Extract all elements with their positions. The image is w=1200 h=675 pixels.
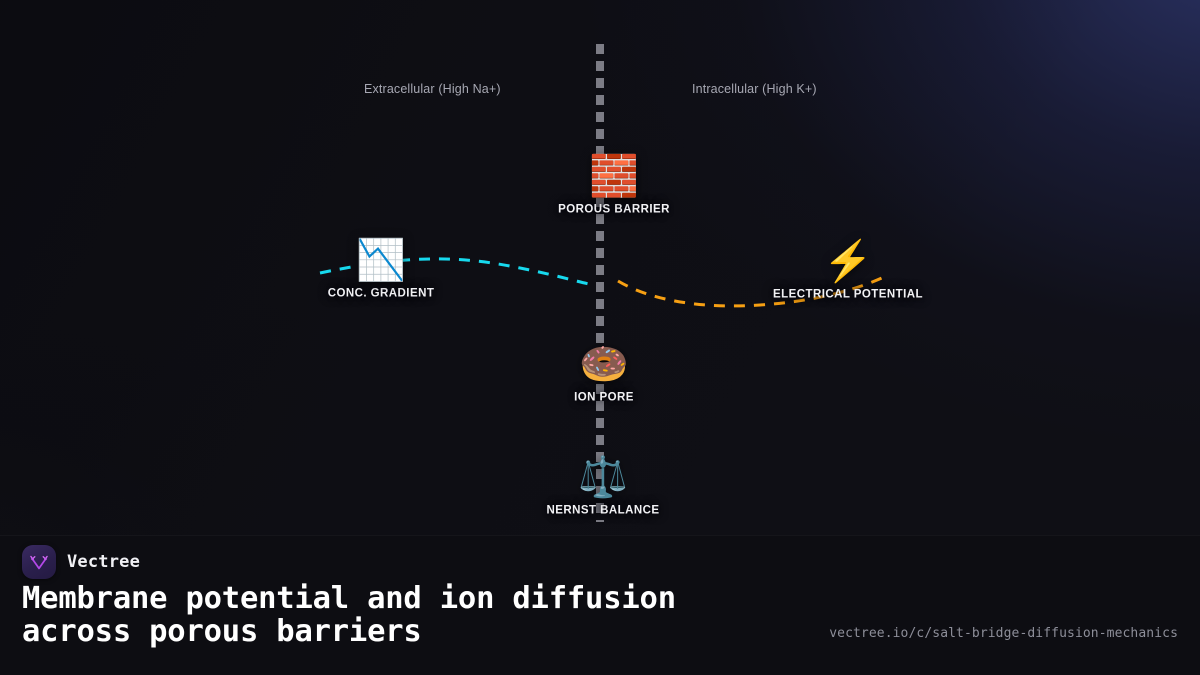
edge-conc-gradient-to-barrier [319,257,595,287]
chart-decreasing-icon: 📉 [356,238,406,283]
edge-layer [319,257,885,308]
vectree-logo-icon [22,545,56,579]
footer-bar: Vectree Membrane potential and ion diffu… [0,535,1200,675]
brand[interactable]: Vectree [22,545,140,579]
node-electrical-potential[interactable]: ⚡ ELECTRICAL POTENTIAL [773,238,923,301]
edge-barrier-to-electrical-potential [617,275,885,308]
brand-name: Vectree [67,552,141,572]
high-voltage-icon: ⚡ [823,239,873,284]
doughnut-icon: 🍩 [579,342,629,387]
page-title-line-1: Membrane potential and ion diffusion [22,581,676,616]
diagram-canvas: Extracellular (High Na+) Intracellular (… [319,44,923,522]
membrane-divider [596,44,604,522]
page-title-line-2: across porous barriers [22,613,422,649]
node-porous-barrier[interactable]: 🧱 POROUS BARRIER [558,153,670,216]
brick-wall-icon: 🧱 [589,154,639,199]
compartment-label-intracellular: Intracellular (High K+) [692,82,817,96]
page-url[interactable]: vectree.io/c/salt-bridge-diffusion-mecha… [829,626,1178,641]
node-conc-gradient[interactable]: 📉 CONC. GRADIENT [328,237,435,300]
node-label-nernst-balance: NERNST BALANCE [546,504,660,517]
node-label-ion-pore: ION PORE [574,391,634,404]
node-label-porous-barrier: POROUS BARRIER [558,203,670,216]
node-nernst-balance[interactable]: ⚖️ NERNST BALANCE [547,454,660,517]
node-label-conc-gradient: CONC. GRADIENT [327,287,435,300]
balance-scale-icon: ⚖️ [578,455,628,500]
node-ion-pore[interactable]: 🍩 ION PORE [574,341,634,404]
compartment-label-extracellular: Extracellular (High Na+) [364,82,501,96]
vectree-glyph [30,555,48,570]
page-title: Membrane potential and ion diffusion acr… [22,581,852,649]
node-label-electrical-potential: ELECTRICAL POTENTIAL [773,288,923,301]
